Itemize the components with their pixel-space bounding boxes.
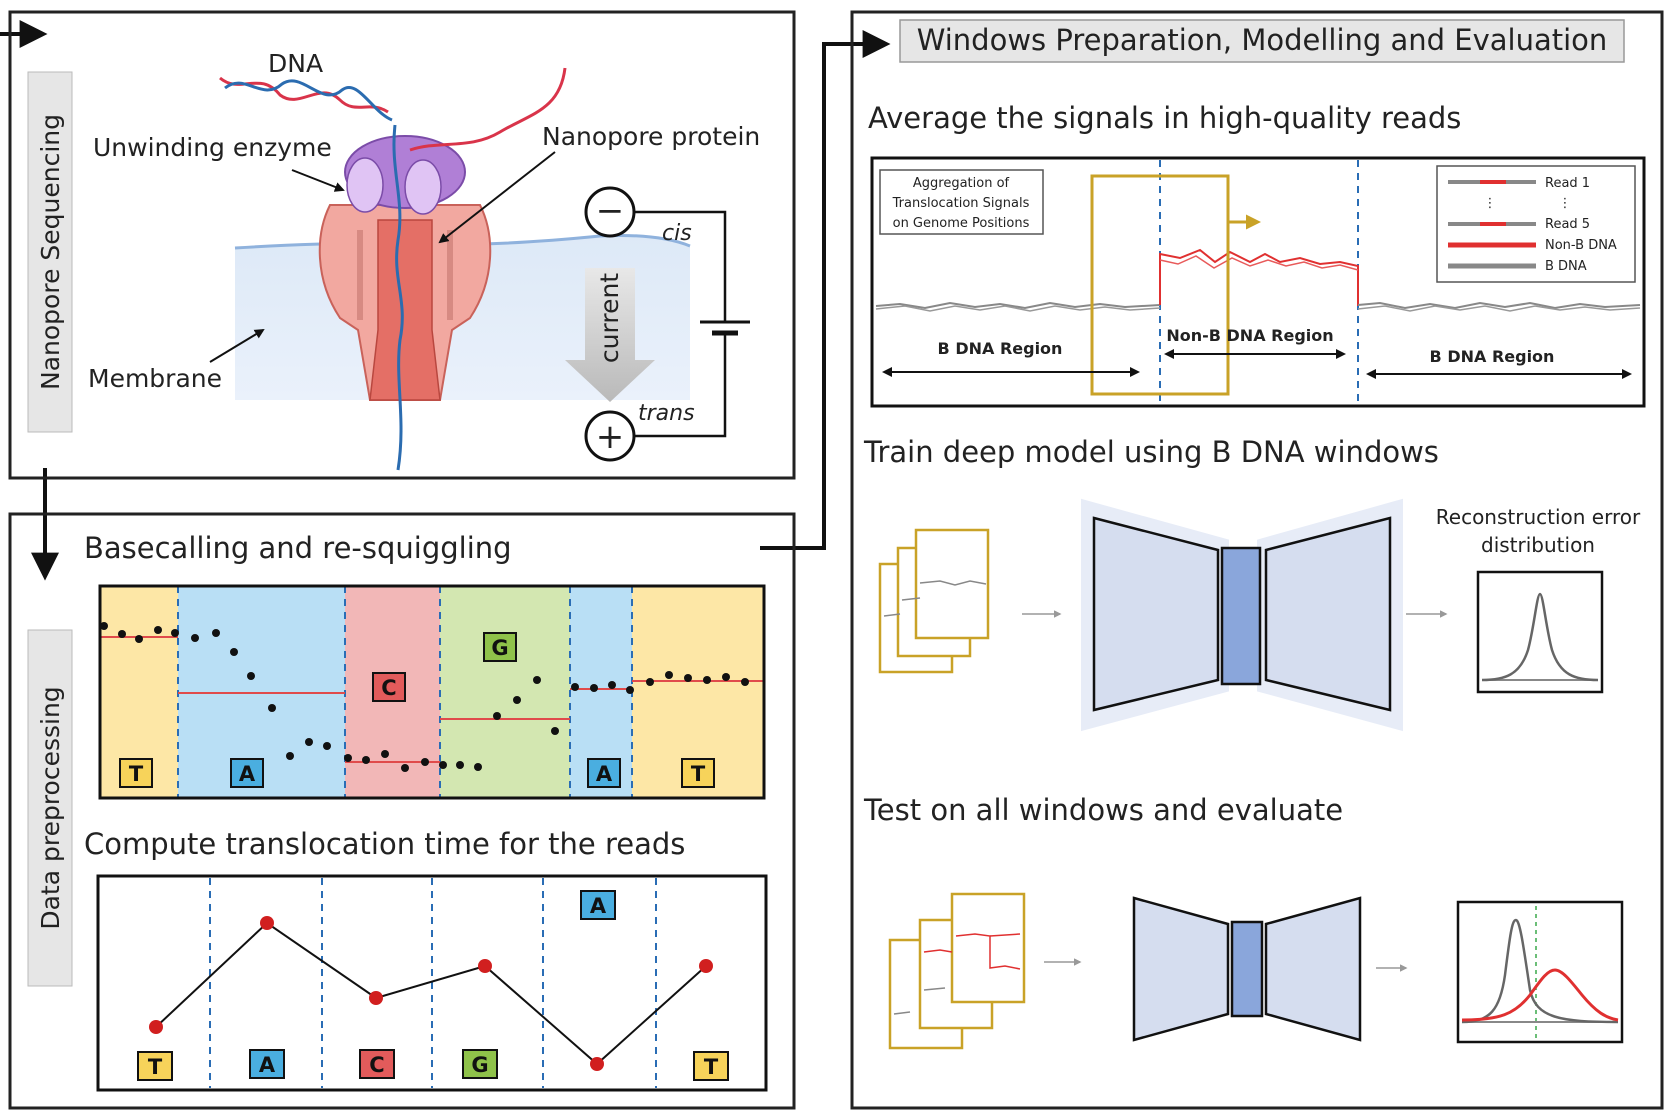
aggregation-line2: Translocation Signals (892, 196, 1030, 211)
svg-text:T: T (691, 762, 706, 786)
circuit-wire-bottom (634, 333, 727, 438)
nanopore-channel (369, 219, 441, 401)
enzyme-label: Unwinding enzyme (93, 133, 332, 162)
svg-text:A: A (590, 894, 607, 918)
side-tab-preprocessing (27, 629, 73, 987)
legend-ellipsis-left: ⋮ (1484, 196, 1497, 211)
side-tab-sequencing (27, 71, 73, 433)
svg-text:T: T (148, 1055, 163, 1079)
test-title: Test on all windows and evaluate (863, 793, 1343, 827)
anode-symbol (584, 410, 636, 462)
test-windows-stack (888, 892, 1026, 1050)
training-windows-stack (878, 528, 990, 674)
current-label: current (595, 273, 624, 363)
aggregation-line3: on Genome Positions (893, 216, 1030, 231)
trans-label: trans (638, 401, 695, 426)
legend-bdna: B DNA (1545, 259, 1587, 274)
side-label-preprocessing: Data preprocessing (36, 686, 65, 929)
svg-text:C: C (369, 1053, 384, 1077)
test-error-distribution (1456, 900, 1624, 1044)
svg-text:A: A (259, 1053, 276, 1077)
current-arrow (565, 268, 655, 402)
autoencoder-model-train (1081, 498, 1403, 732)
dna-label: DNA (268, 49, 323, 78)
svg-text:T: T (129, 762, 144, 786)
region-b-right: B DNA Region (1430, 347, 1555, 366)
dna-strand-red (219, 76, 389, 114)
svg-text:G: G (491, 636, 508, 660)
svg-text:A: A (239, 762, 256, 786)
cis-label: cis (662, 221, 692, 246)
cathode-symbol (584, 186, 636, 238)
base-box-a3: A (249, 1049, 285, 1079)
base-box-c1: C (372, 672, 406, 702)
translocation-chart (96, 874, 768, 1092)
minus-sign: − (596, 191, 625, 231)
aggregation-line1: Aggregation of (913, 176, 1010, 191)
base-box-t4: T (693, 1051, 729, 1081)
base-box-a1: A (230, 758, 264, 788)
recon-title-line1: Reconstruction error (1436, 505, 1641, 529)
basecalling-title: Basecalling and re-squiggling (84, 531, 512, 565)
autoencoder-model-test (1132, 896, 1362, 1042)
circuit-wire-top (634, 210, 727, 322)
train-title: Train deep model using B DNA windows (863, 435, 1439, 469)
svg-text:A: A (596, 762, 613, 786)
legend-ellipsis-right: ⋮ (1559, 196, 1572, 211)
nanopore-label: Nanopore protein (542, 122, 760, 151)
plus-sign: + (596, 417, 625, 457)
svg-text:T: T (704, 1055, 719, 1079)
base-box-t2: T (681, 758, 715, 788)
base-box-g2: G (462, 1049, 498, 1079)
translocation-title: Compute translocation time for the reads (84, 827, 685, 861)
membrane-label: Membrane (88, 364, 222, 393)
legend-nonb: Non-B DNA (1545, 238, 1617, 253)
resquiggle-chart (98, 584, 766, 800)
base-box-c2: C (359, 1049, 395, 1079)
base-box-a2: A (587, 758, 621, 788)
recon-title-line2: distribution (1481, 533, 1595, 557)
side-label-sequencing: Nanopore Sequencing (36, 114, 65, 390)
panel-modelling (850, 10, 1664, 1110)
legend-read5: Read 5 (1545, 217, 1590, 232)
svg-text:C: C (381, 676, 396, 700)
modelling-header-box (899, 19, 1625, 63)
base-box-t1: T (119, 758, 153, 788)
recon-error-distribution (1476, 570, 1604, 694)
flow-arrow-right (760, 30, 891, 550)
region-b-left: B DNA Region (938, 339, 1063, 358)
average-signal-chart: Aggregation of Translocation Signals on … (870, 156, 1646, 408)
dna-strand-blue (224, 79, 393, 122)
legend-read1: Read 1 (1545, 176, 1590, 191)
base-box-a4: A (580, 890, 616, 920)
modelling-header: Windows Preparation, Modelling and Evalu… (917, 23, 1608, 57)
panel-preprocessing (8, 512, 796, 1110)
average-title: Average the signals in high-quality read… (868, 101, 1461, 135)
panel-sequencing (8, 10, 796, 480)
svg-text:G: G (471, 1053, 488, 1077)
base-box-g1: G (483, 632, 517, 662)
region-nonb: Non-B DNA Region (1166, 326, 1333, 345)
base-box-t3: T (137, 1051, 173, 1081)
